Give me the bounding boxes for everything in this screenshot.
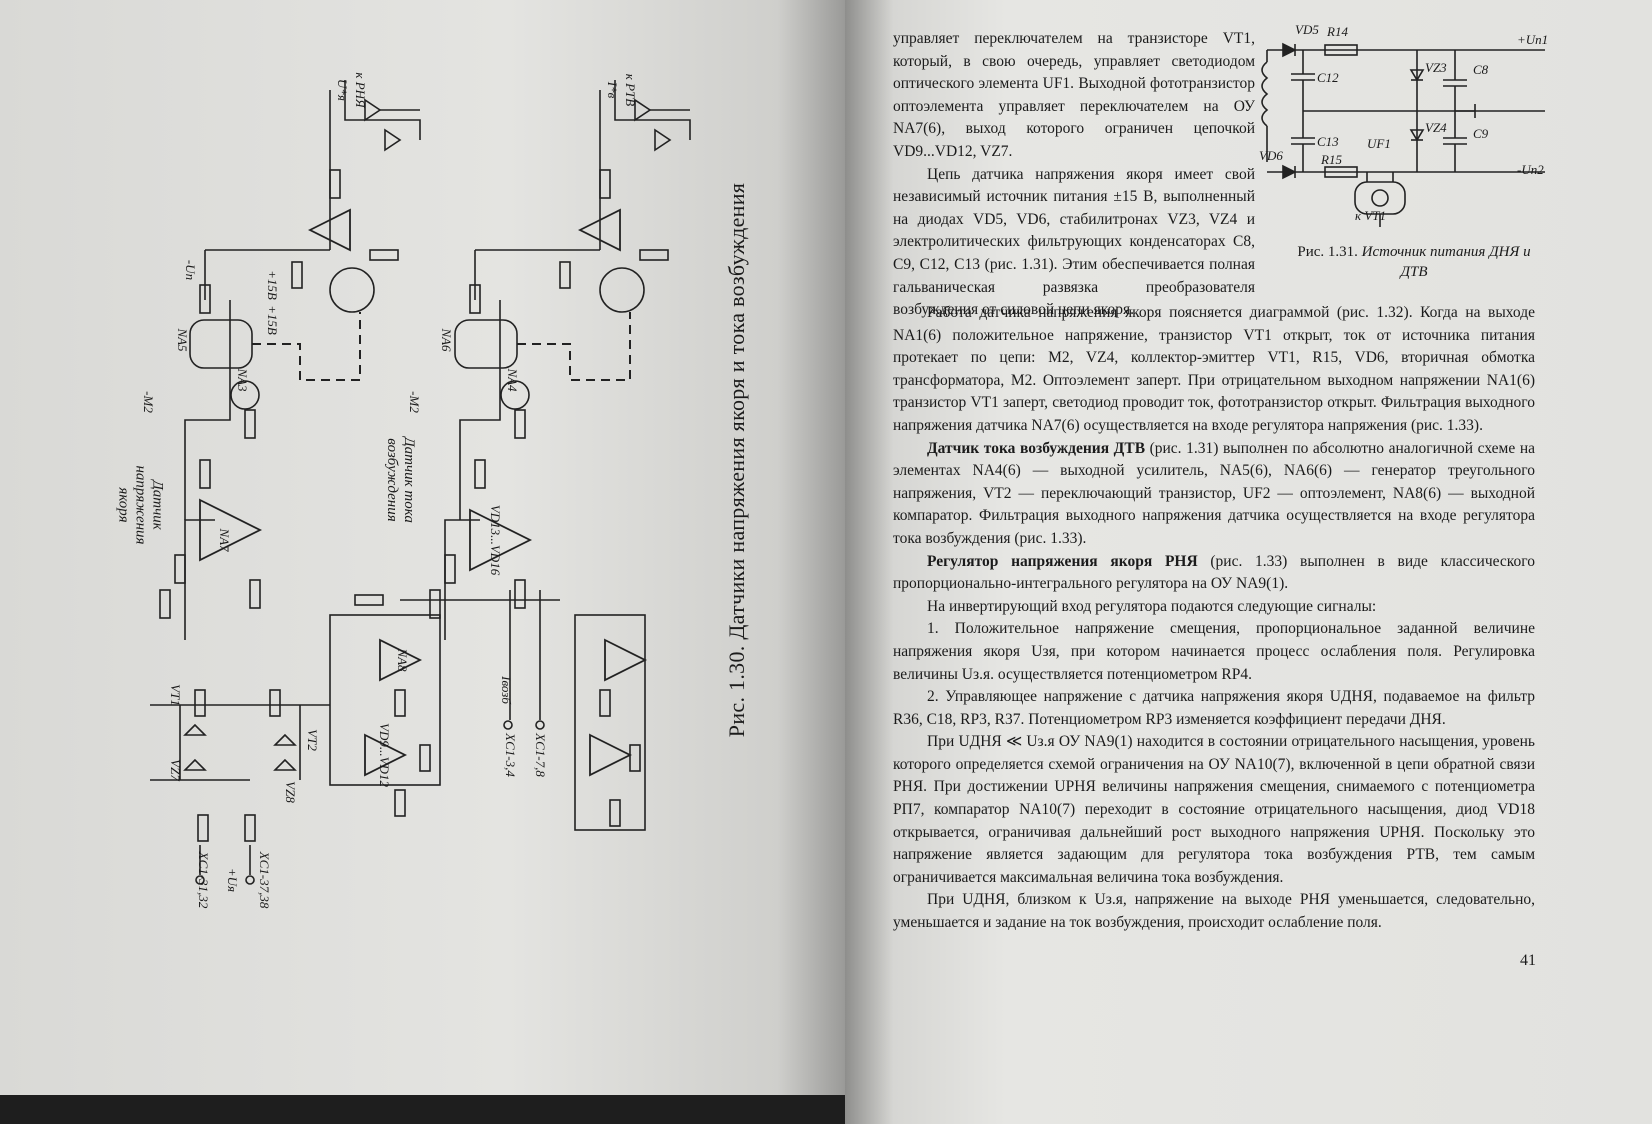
schematic-fig-1-30: U*я к РНЯ I*в к РТВ XC1-31,32 +Uя XC1-37… [0, 0, 845, 1095]
label-vd1: VZ7 [168, 759, 183, 781]
heading-dtv: Датчик тока возбуждения ДТВ [927, 439, 1146, 457]
page-number: 41 [1520, 952, 1536, 969]
label-c12: C12 [1317, 70, 1339, 85]
label-vt2: NA4 [505, 368, 520, 392]
figure-caption-1-31: Рис. 1.31. Источник питания ДНЯ и ДТВ [1282, 242, 1546, 282]
block-title-armature-voltage: Датчик напряжения якоря [115, 465, 166, 545]
output-label-iv: I*в [605, 81, 620, 99]
paragraph-3: Работа датчика напряжения якоря поясняет… [893, 304, 1535, 434]
left-page [0, 0, 845, 1095]
input-ivozb: Iвозб [499, 676, 514, 704]
text-column-top: управляет переключателем на транзисторе … [893, 28, 1255, 322]
label-plus-up1: +Uп1 [1517, 32, 1549, 47]
heading-rnya: Регулятор напряжения якоря РНЯ [927, 552, 1198, 570]
label-vd4: VT2 [305, 729, 320, 751]
paragraph-5: Регулятор напряжения якоря РНЯ (рис. 1.3… [893, 551, 1535, 596]
circuit-diagram [150, 80, 691, 885]
right-page [845, 0, 1652, 1124]
label-vz4: VZ4 [1425, 120, 1447, 135]
label-vd6: VD6 [1259, 148, 1283, 163]
supply-plus15-b: +15В [265, 305, 280, 335]
output-label-k-rnya: к РНЯ [353, 72, 368, 108]
label-vd5: VD5 [1295, 22, 1319, 37]
label-c9: C9 [1473, 126, 1489, 141]
paragraph-8: 2. Управляющее напряжение с датчика напр… [893, 688, 1535, 728]
label-r15: R15 [1321, 152, 1342, 167]
input-plus-uya: +Uя [225, 867, 240, 893]
label-c8: C8 [1473, 62, 1489, 77]
label-vt1: NA3 [235, 368, 250, 392]
supply-plus15-a: +15В [265, 270, 280, 300]
label-vd2: VZ8 [283, 781, 298, 803]
label-uf1: UF1 [1367, 136, 1391, 151]
figure-1-31-title: Источник питания ДНЯ и ДТВ [1361, 244, 1531, 280]
input-xc1-7-8: XC1-7,8 [533, 733, 548, 777]
label-na2: NA8 [395, 648, 410, 672]
label-uf1: NA5 [175, 328, 190, 352]
input-xc1-3-4: XC1-3,4 [503, 733, 518, 777]
label-na4: VD13...VD16 [488, 504, 503, 576]
label-uf2: NA6 [439, 328, 454, 352]
output-label-uya: U*я [335, 79, 350, 101]
input-xc1-37-38: XC1-37,38 [257, 851, 272, 909]
paragraph-1: управляет переключателем на транзисторе … [893, 30, 1255, 160]
label-r14: R14 [1327, 24, 1348, 39]
paragraph-2: Цепь датчика напряжения якоря имеет свой… [893, 165, 1255, 319]
paragraph-10: При UДНЯ, близком к Uз.я, напряжение на … [893, 891, 1535, 932]
figure-caption-1-30: Рис. 1.30. Датчики напряжения якоря и то… [724, 182, 749, 738]
ground-m2-upper: -M2 [141, 391, 156, 413]
text-column-main: Работа датчика напряжения якоря поясняет… [893, 302, 1535, 935]
label-minus-up2: -Uп2 [1517, 162, 1544, 177]
label-k-vt1: к VT1 [1355, 208, 1387, 223]
paragraph-4-body: (рис. 1.31) выполнен по абсолютно аналог… [893, 439, 1535, 547]
paragraph-4: Датчик тока возбуждения ДТВ (рис. 1.31) … [893, 438, 1535, 551]
power-supply-diagram [1261, 42, 1545, 227]
ground-m2-lower: -M2 [407, 391, 422, 413]
page-edge-shadow [0, 1095, 845, 1124]
label-vz3: VZ3 [1425, 60, 1447, 75]
figure-1-31: VD5 R14 +Uп1 VZ3 C8 C12 VZ4 C9 C13 UF1 V… [1255, 22, 1555, 232]
output-label-k-rtv: к РТВ [623, 73, 638, 107]
paragraph-9: При UДНЯ ≪ Uз.я ОУ NA9(1) находится в со… [893, 733, 1535, 886]
input-xc1-31-32: XC1-31,32 [196, 851, 211, 909]
label-na1: NA7 [217, 528, 232, 552]
paragraph-6: На инвертирующий вход регулятора подаютс… [927, 597, 1377, 615]
supply-minus-up: -Uп [183, 259, 198, 281]
paragraph-7: 1. Положительное напряжение смещения, пр… [893, 620, 1535, 683]
label-na3: VD9...VD12 [377, 723, 392, 787]
label-c13: C13 [1317, 134, 1339, 149]
label-vd3: VT1 [168, 684, 183, 706]
figure-1-31-number: Рис. 1.31. [1297, 244, 1358, 260]
block-title-excitation-current: Датчик тока возбуждения [384, 437, 417, 523]
paragraph-5-body: (рис. 1.33) выполнен в виде классическог… [893, 552, 1535, 593]
